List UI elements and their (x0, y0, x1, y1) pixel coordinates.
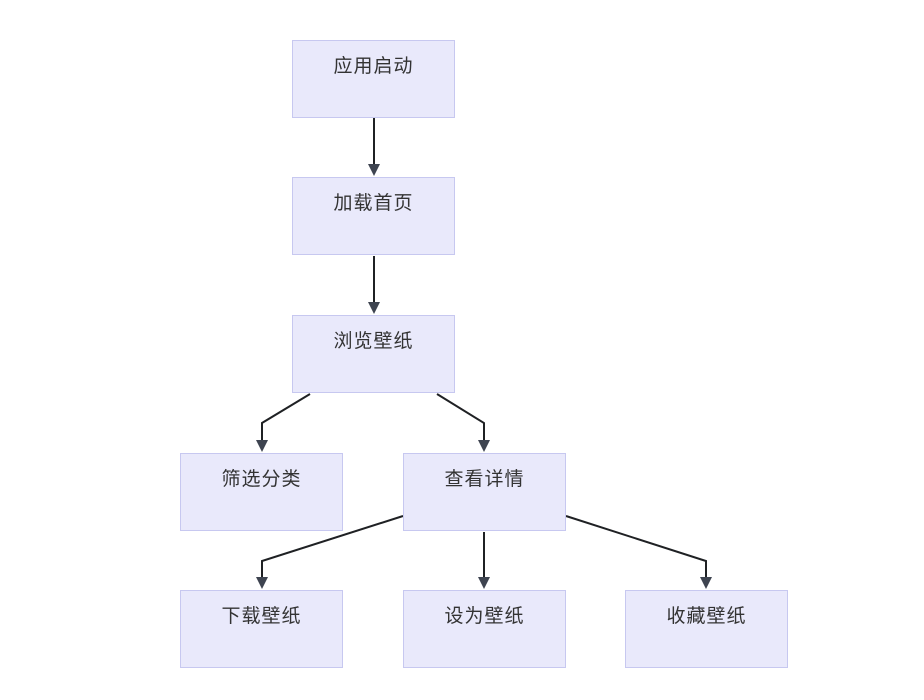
node-browse-wallpapers-label: 浏览壁纸 (333, 331, 414, 352)
edge-details-to-favorite (565, 515, 712, 589)
node-view-details-label: 查看详情 (444, 469, 525, 490)
node-browse-wallpapers: 浏览壁纸 (292, 315, 455, 393)
node-download-wallpaper-label: 下载壁纸 (221, 606, 302, 627)
edge-details-to-download (256, 515, 404, 589)
node-app-start: 应用启动 (292, 40, 455, 118)
node-favorite-wallpaper: 收藏壁纸 (625, 590, 788, 668)
edge-browse-to-details (436, 393, 490, 452)
node-load-home: 加载首页 (292, 177, 455, 255)
node-favorite-wallpaper-label: 收藏壁纸 (666, 606, 747, 627)
node-app-start-label: 应用启动 (333, 56, 414, 77)
edge-browse-to-filter (256, 393, 311, 452)
node-set-as-wallpaper: 设为壁纸 (403, 590, 566, 668)
node-filter-category: 筛选分类 (180, 453, 343, 531)
node-download-wallpaper: 下载壁纸 (180, 590, 343, 668)
node-filter-category-label: 筛选分类 (221, 469, 302, 490)
node-set-as-wallpaper-label: 设为壁纸 (444, 606, 525, 627)
node-view-details: 查看详情 (403, 453, 566, 531)
node-load-home-label: 加载首页 (333, 193, 414, 214)
